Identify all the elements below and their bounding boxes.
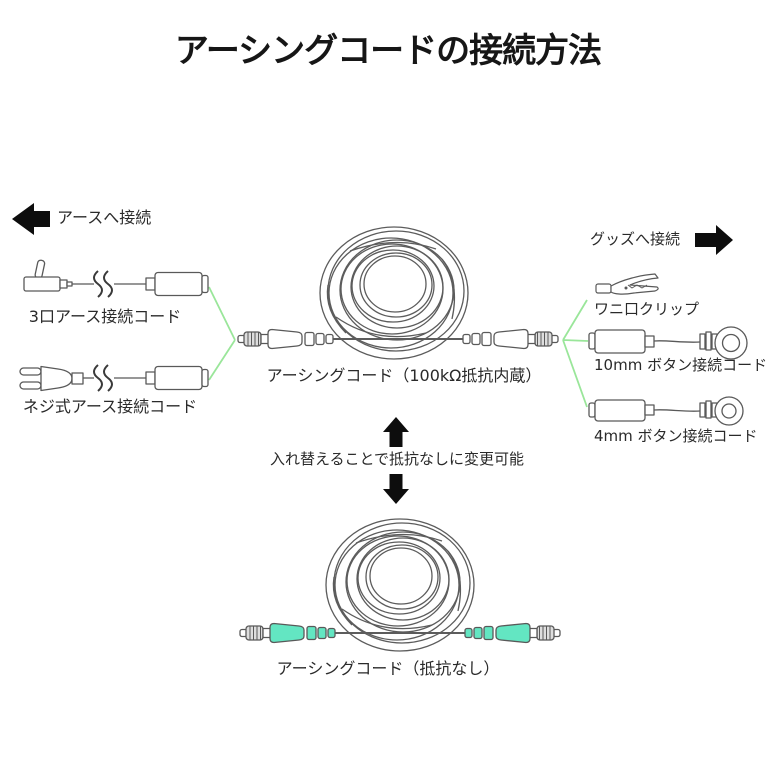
button-connector-10mm-drawing: [588, 326, 748, 360]
left-section-header: アースへ接続: [57, 208, 152, 227]
earthing-cord-with-resistor-drawing: [237, 226, 559, 360]
no-resistor-cord-label: アーシングコード（抵抗なし）: [276, 659, 500, 678]
button-connector-10mm-label: 10mm ボタン接続コード: [594, 356, 768, 374]
screw-type-earth-cord-drawing: [19, 364, 209, 392]
earthing-cord-no-resistor-drawing: [239, 518, 561, 652]
connection-lines-left: [208, 286, 236, 381]
three-prong-earth-cord-drawing: [23, 259, 209, 298]
alligator-clip-drawing: [595, 273, 659, 295]
screw-type-earth-cord-label: ネジ式アース接続コード: [22, 397, 198, 416]
main-cord-label: アーシングコード（100kΩ抵抗内蔵）: [266, 366, 542, 385]
swap-note: 入れ替えることで抵抗なしに変更可能: [269, 450, 525, 468]
page-title: アーシングコードの接続方法: [174, 31, 602, 71]
left-arrow-icon: [12, 203, 50, 235]
right-section-header: グッズへ接続: [590, 230, 681, 248]
three-prong-earth-cord-label: 3口アース接続コード: [28, 307, 182, 326]
button-connector-4mm-label: 4mm ボタン接続コード: [594, 427, 758, 445]
swap-up-arrow-icon: [383, 417, 409, 447]
right-arrow-icon: [695, 225, 733, 255]
connection-lines-right: [562, 299, 589, 408]
alligator-clip-label: ワニ口クリップ: [594, 300, 700, 318]
button-connector-4mm-drawing: [588, 396, 744, 426]
swap-down-arrow-icon: [383, 474, 409, 504]
